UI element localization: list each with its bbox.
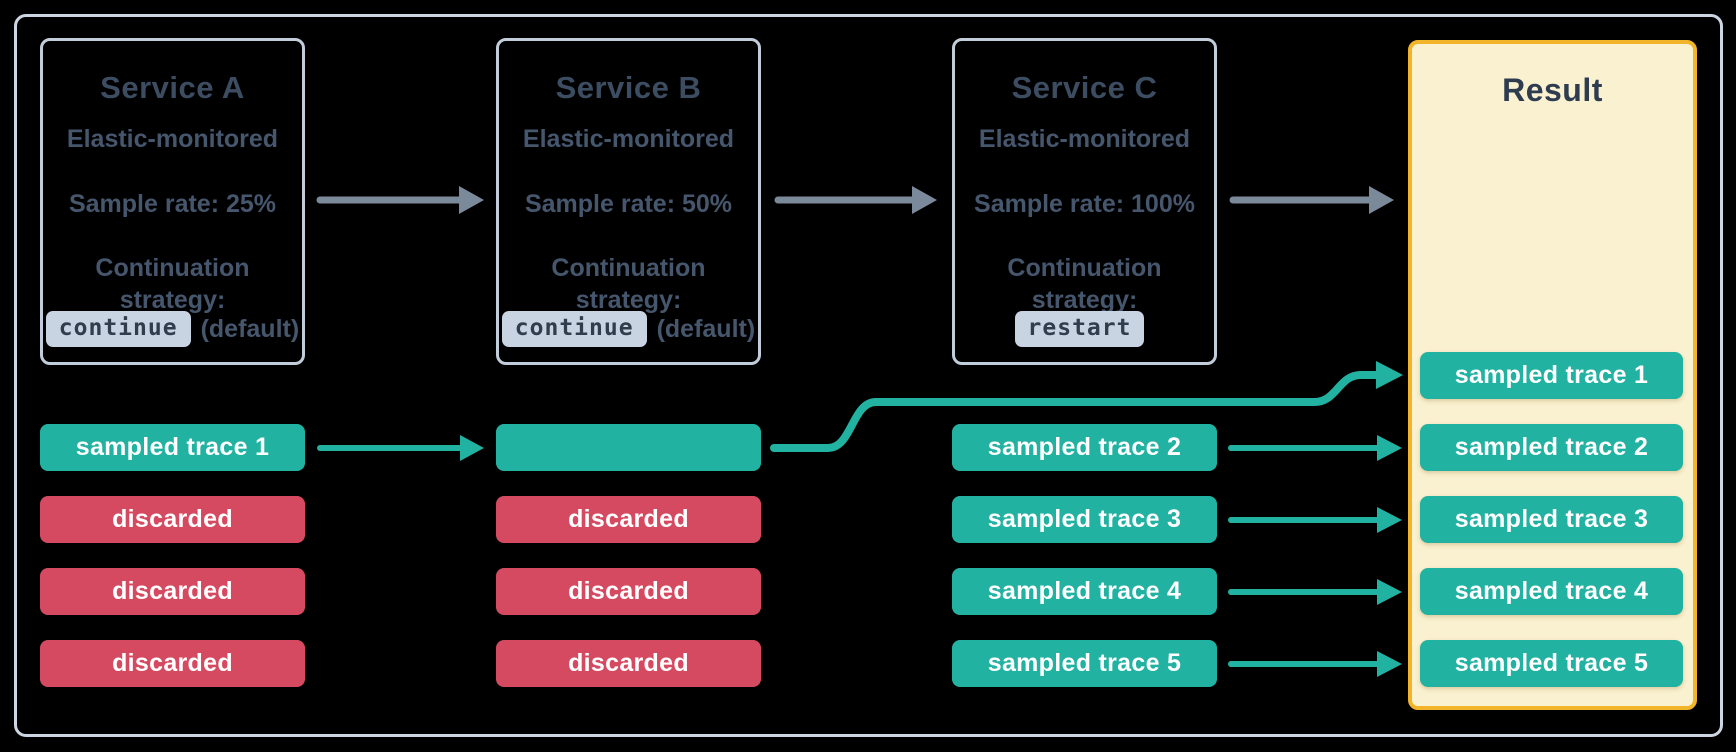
service-b-strategy-row: continue (default) bbox=[499, 311, 758, 347]
service-b-continuation-line2: strategy: bbox=[575, 286, 682, 314]
service-b-monitoring: Elastic-monitored bbox=[522, 125, 735, 153]
lane-b-chip-discarded-1: discarded bbox=[496, 496, 761, 543]
service-c-continuation-line2: strategy: bbox=[1031, 286, 1138, 314]
lane-a-chip-discarded-1: discarded bbox=[40, 496, 305, 543]
service-a-box: Service A Elastic-monitored Sample rate:… bbox=[40, 38, 305, 365]
result-chip-sampled-trace-4: sampled trace 4 bbox=[1420, 568, 1683, 615]
service-c-continuation-line1: Continuation bbox=[1007, 254, 1162, 282]
lane-c-chip-sampled-trace-4: sampled trace 4 bbox=[952, 568, 1217, 615]
service-b-strategy-pill: continue bbox=[501, 311, 647, 347]
service-b-strategy-note: (default) bbox=[656, 314, 756, 343]
service-a-sample-rate: Sample rate: 25% bbox=[68, 190, 277, 218]
service-a-strategy-row: continue (default) bbox=[43, 311, 302, 347]
lane-b-chip-discarded-3: discarded bbox=[496, 640, 761, 687]
service-c-strategy-pill: restart bbox=[1014, 311, 1145, 347]
lane-c-chip-sampled-trace-3: sampled trace 3 bbox=[952, 496, 1217, 543]
lane-a-chip-sampled-trace-1: sampled trace 1 bbox=[40, 424, 305, 471]
service-c-strategy-row: restart bbox=[955, 311, 1214, 347]
service-a-continuation-line1: Continuation bbox=[95, 254, 250, 282]
lane-c-chip-sampled-trace-5: sampled trace 5 bbox=[952, 640, 1217, 687]
result-chip-sampled-trace-5: sampled trace 5 bbox=[1420, 640, 1683, 687]
service-b-box: Service B Elastic-monitored Sample rate:… bbox=[496, 38, 761, 365]
service-b-sample-rate: Sample rate: 50% bbox=[524, 190, 733, 218]
result-chip-sampled-trace-1: sampled trace 1 bbox=[1420, 352, 1683, 399]
result-chip-sampled-trace-3: sampled trace 3 bbox=[1420, 496, 1683, 543]
lane-a-chip-discarded-3: discarded bbox=[40, 640, 305, 687]
service-c-box: Service C Elastic-monitored Sample rate:… bbox=[952, 38, 1217, 365]
service-a-strategy-note: (default) bbox=[200, 314, 300, 343]
service-a-continuation-line2: strategy: bbox=[119, 286, 226, 314]
lane-b-chip-sampled-unlabeled bbox=[496, 424, 761, 471]
result-chip-sampled-trace-2: sampled trace 2 bbox=[1420, 424, 1683, 471]
lane-b-chip-discarded-2: discarded bbox=[496, 568, 761, 615]
lane-a-chip-discarded-2: discarded bbox=[40, 568, 305, 615]
result-title: Result bbox=[1502, 72, 1603, 108]
service-c-title: Service C bbox=[1011, 70, 1158, 105]
lane-c-chip-sampled-trace-2: sampled trace 2 bbox=[952, 424, 1217, 471]
outer-frame bbox=[14, 14, 1723, 737]
service-b-title: Service B bbox=[555, 70, 702, 105]
service-a-title: Service A bbox=[100, 70, 245, 105]
service-b-continuation-line1: Continuation bbox=[551, 254, 706, 282]
service-c-monitoring: Elastic-monitored bbox=[978, 125, 1191, 153]
service-a-strategy-pill: continue bbox=[45, 311, 191, 347]
service-c-sample-rate: Sample rate: 100% bbox=[974, 190, 1195, 218]
service-a-monitoring: Elastic-monitored bbox=[66, 125, 279, 153]
